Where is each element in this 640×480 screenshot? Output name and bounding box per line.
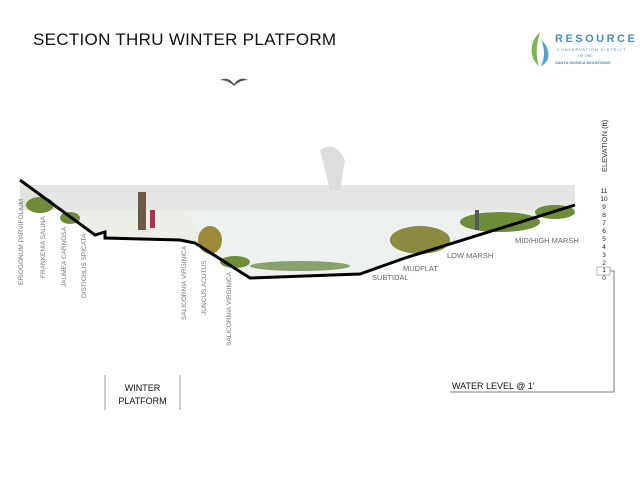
zone-mudflat: MUDFLAT <box>403 264 438 273</box>
elevation-tick: 6 <box>602 228 606 235</box>
water-level-label: WATER LEVEL @ 1' <box>452 381 535 391</box>
elevation-label: ELEVATION (ft) <box>600 119 609 172</box>
platform-line1: WINTER <box>124 383 161 393</box>
elevation-tick: 11 <box>600 188 608 195</box>
page-title: SECTION THRU WINTER PLATFORM <box>33 30 337 49</box>
zone-low-marsh: LOW MARSH <box>447 251 494 260</box>
zone-mid-high-marsh: MID/HIGH MARSH <box>515 236 579 245</box>
elevation-tick: 3 <box>602 252 606 259</box>
heron <box>475 210 479 230</box>
elevation-tick: 7 <box>602 220 606 227</box>
plant-label: JUNCUS ACUTUS <box>201 260 208 315</box>
elevation-tick: 4 <box>602 244 606 251</box>
zone-subtidal: SUBTIDAL <box>372 273 409 282</box>
water-level-leader <box>450 270 615 393</box>
winter-platform-label: WINTER PLATFORM <box>105 382 180 408</box>
elevation-tick: 1 <box>602 267 606 274</box>
logo-name: RESOURCE <box>555 33 638 45</box>
ground-section-line <box>19 178 576 280</box>
elevation-tick: 2 <box>602 260 606 267</box>
plant-label: FRANKENIA SALINA <box>40 216 47 278</box>
plant-label: DISTICHLIS SPICATA <box>81 233 88 298</box>
elevation-tick: 8 <box>602 212 606 219</box>
platform-line2: PLATFORM <box>118 396 167 406</box>
plant-label: JAUMEA CARNOSA <box>61 227 68 287</box>
leaf-drop-icon <box>531 32 549 66</box>
elevation-tick: 0 <box>602 275 606 282</box>
plant-label: ERIOGONUM PARVIFOLIUM <box>18 198 25 285</box>
logo-line3: SANTA MONICA MOUNTAINS <box>555 60 611 65</box>
marsh-grasses <box>26 197 575 271</box>
logo-line1: CONSERVATION DISTRICT <box>557 48 627 52</box>
background-vegetation <box>20 185 575 210</box>
logo-line2: OF THE <box>578 54 592 58</box>
plant-label: SALICORNIA VIRGINICA <box>181 245 188 320</box>
elevation-tick: 10 <box>600 196 608 203</box>
surfer-silhouette <box>320 146 345 190</box>
elevation-tick: 5 <box>602 236 606 243</box>
people <box>138 192 155 230</box>
plant-label: SALICORNIA VIRGINICA <box>226 271 233 346</box>
elevation-tick: 9 <box>602 204 606 211</box>
bird-icon <box>220 78 248 86</box>
